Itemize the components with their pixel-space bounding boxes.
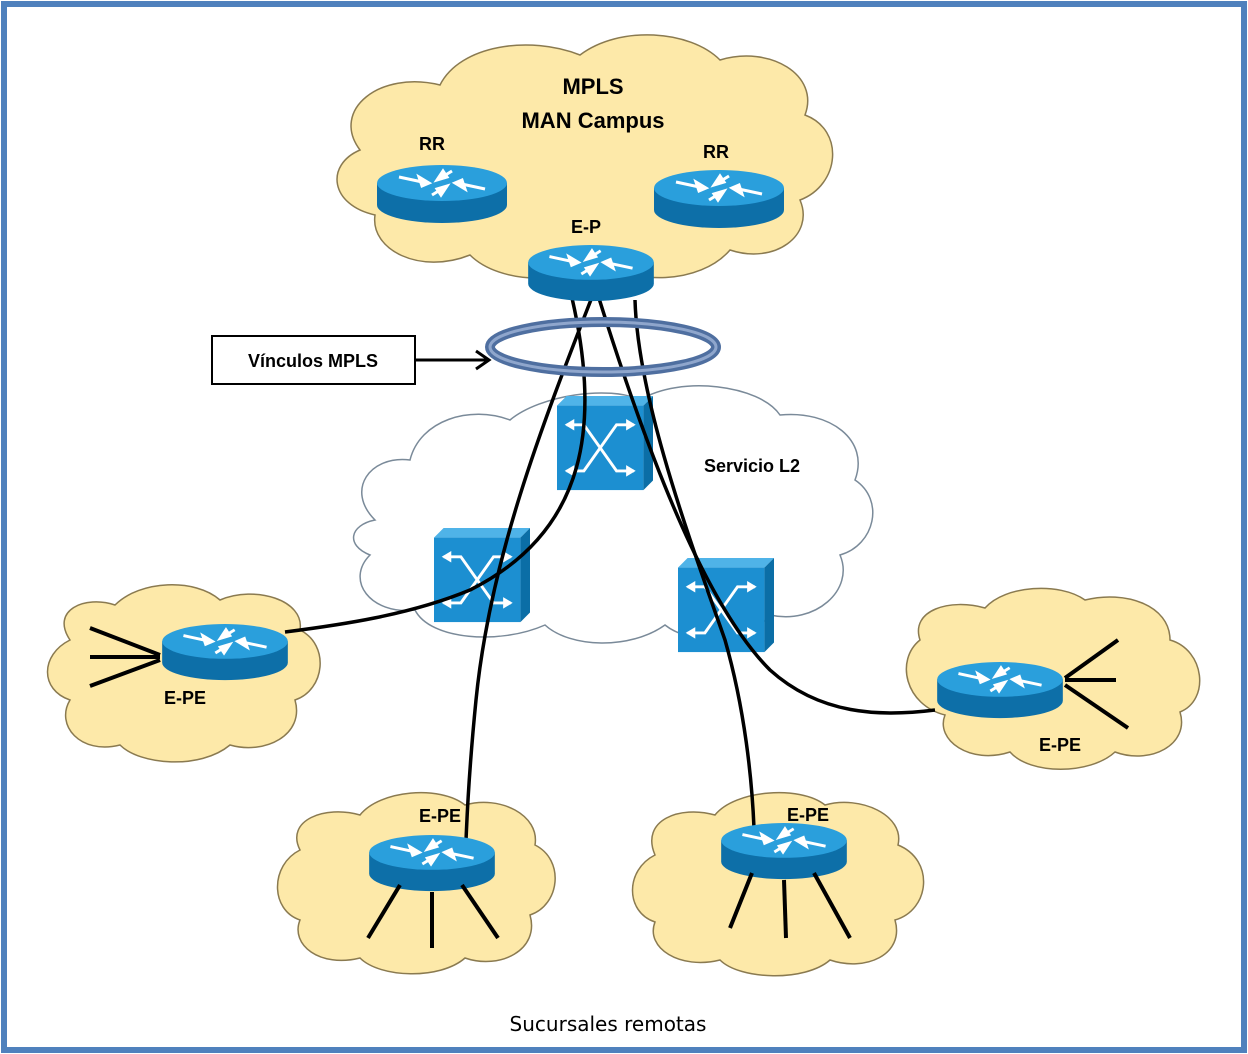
branch-cloud-bottom-right [631,791,925,977]
link-to-right-branch [595,291,936,715]
link-to-bottom-left-branch [464,291,596,841]
epe-right-label: E-PE [1039,735,1081,755]
switch-icon-top [555,396,655,492]
l2-service-label: Servicio L2 [704,456,800,476]
mpls-links-ring-inner [488,320,718,374]
link-to-bottom-right-branch [633,299,756,829]
campus-cloud-title-line2: MAN Campus [521,108,664,133]
epe-bottom-left-access-lines [366,883,500,948]
mpls-links [284,291,936,841]
router-icon-rr-left [377,165,507,225]
router-icon-rr-right [654,170,784,230]
rr-left-label: RR [419,134,445,154]
epe-left-label: E-PE [164,688,206,708]
campus-cloud-title-line1: MPLS [562,74,623,99]
mpls-links-callout-box [211,335,416,385]
mpls-links-callout-label: Vínculos MPLS [248,351,378,371]
epe-bottom-right-label: E-PE [787,805,829,825]
router-icon-epe-left [160,624,290,682]
caption: Sucursales remotas [510,1012,707,1036]
router-icon-ep [526,245,656,303]
callout-arrow-icon [415,349,492,371]
link-to-left-branch [284,297,587,634]
router-icon-epe-bottom-left [367,835,497,893]
epe-left-access-lines [89,626,161,688]
router-icon-epe-bottom-right [719,823,849,881]
epe-right-access-lines [1063,638,1130,730]
rr-right-label: RR [703,142,729,162]
epe-bottom-left-label: E-PE [419,806,461,826]
epe-bottom-right-access-lines [728,872,852,939]
router-icon-epe-right [935,662,1065,720]
switch-icon-left [432,528,532,624]
ep-label: E-P [571,217,601,237]
